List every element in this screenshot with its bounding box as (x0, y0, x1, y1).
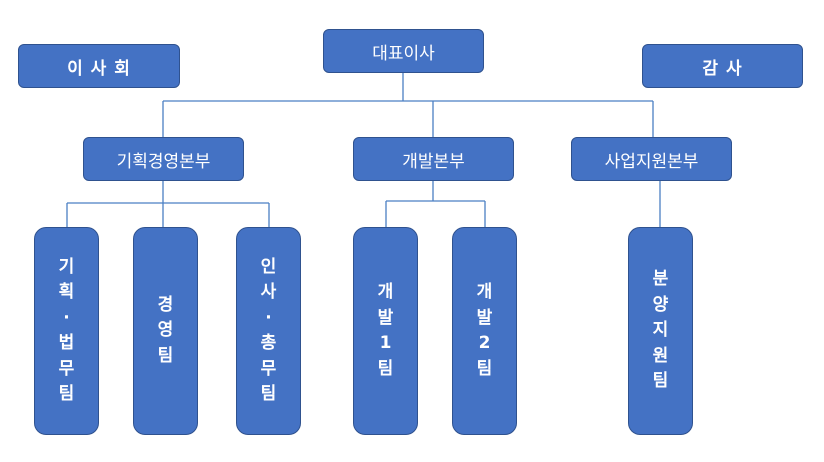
division-development-box: 개발본부 (353, 137, 514, 181)
ceo-box: 대표이사 (323, 29, 484, 73)
ceo-label: 대표이사 (372, 43, 435, 64)
division-label: 개발본부 (402, 151, 465, 172)
division-label: 사업지원본부 (604, 151, 699, 172)
audit-box: 감 사 (642, 44, 803, 88)
division-business-support-box: 사업지원본부 (571, 137, 732, 181)
board-box: 이 사 회 (18, 44, 180, 88)
board-label: 이 사 회 (67, 58, 131, 79)
division-planning-box: 기획경영본부 (83, 137, 244, 181)
audit-label: 감 사 (702, 58, 743, 79)
division-label: 기획경영본부 (116, 151, 211, 172)
